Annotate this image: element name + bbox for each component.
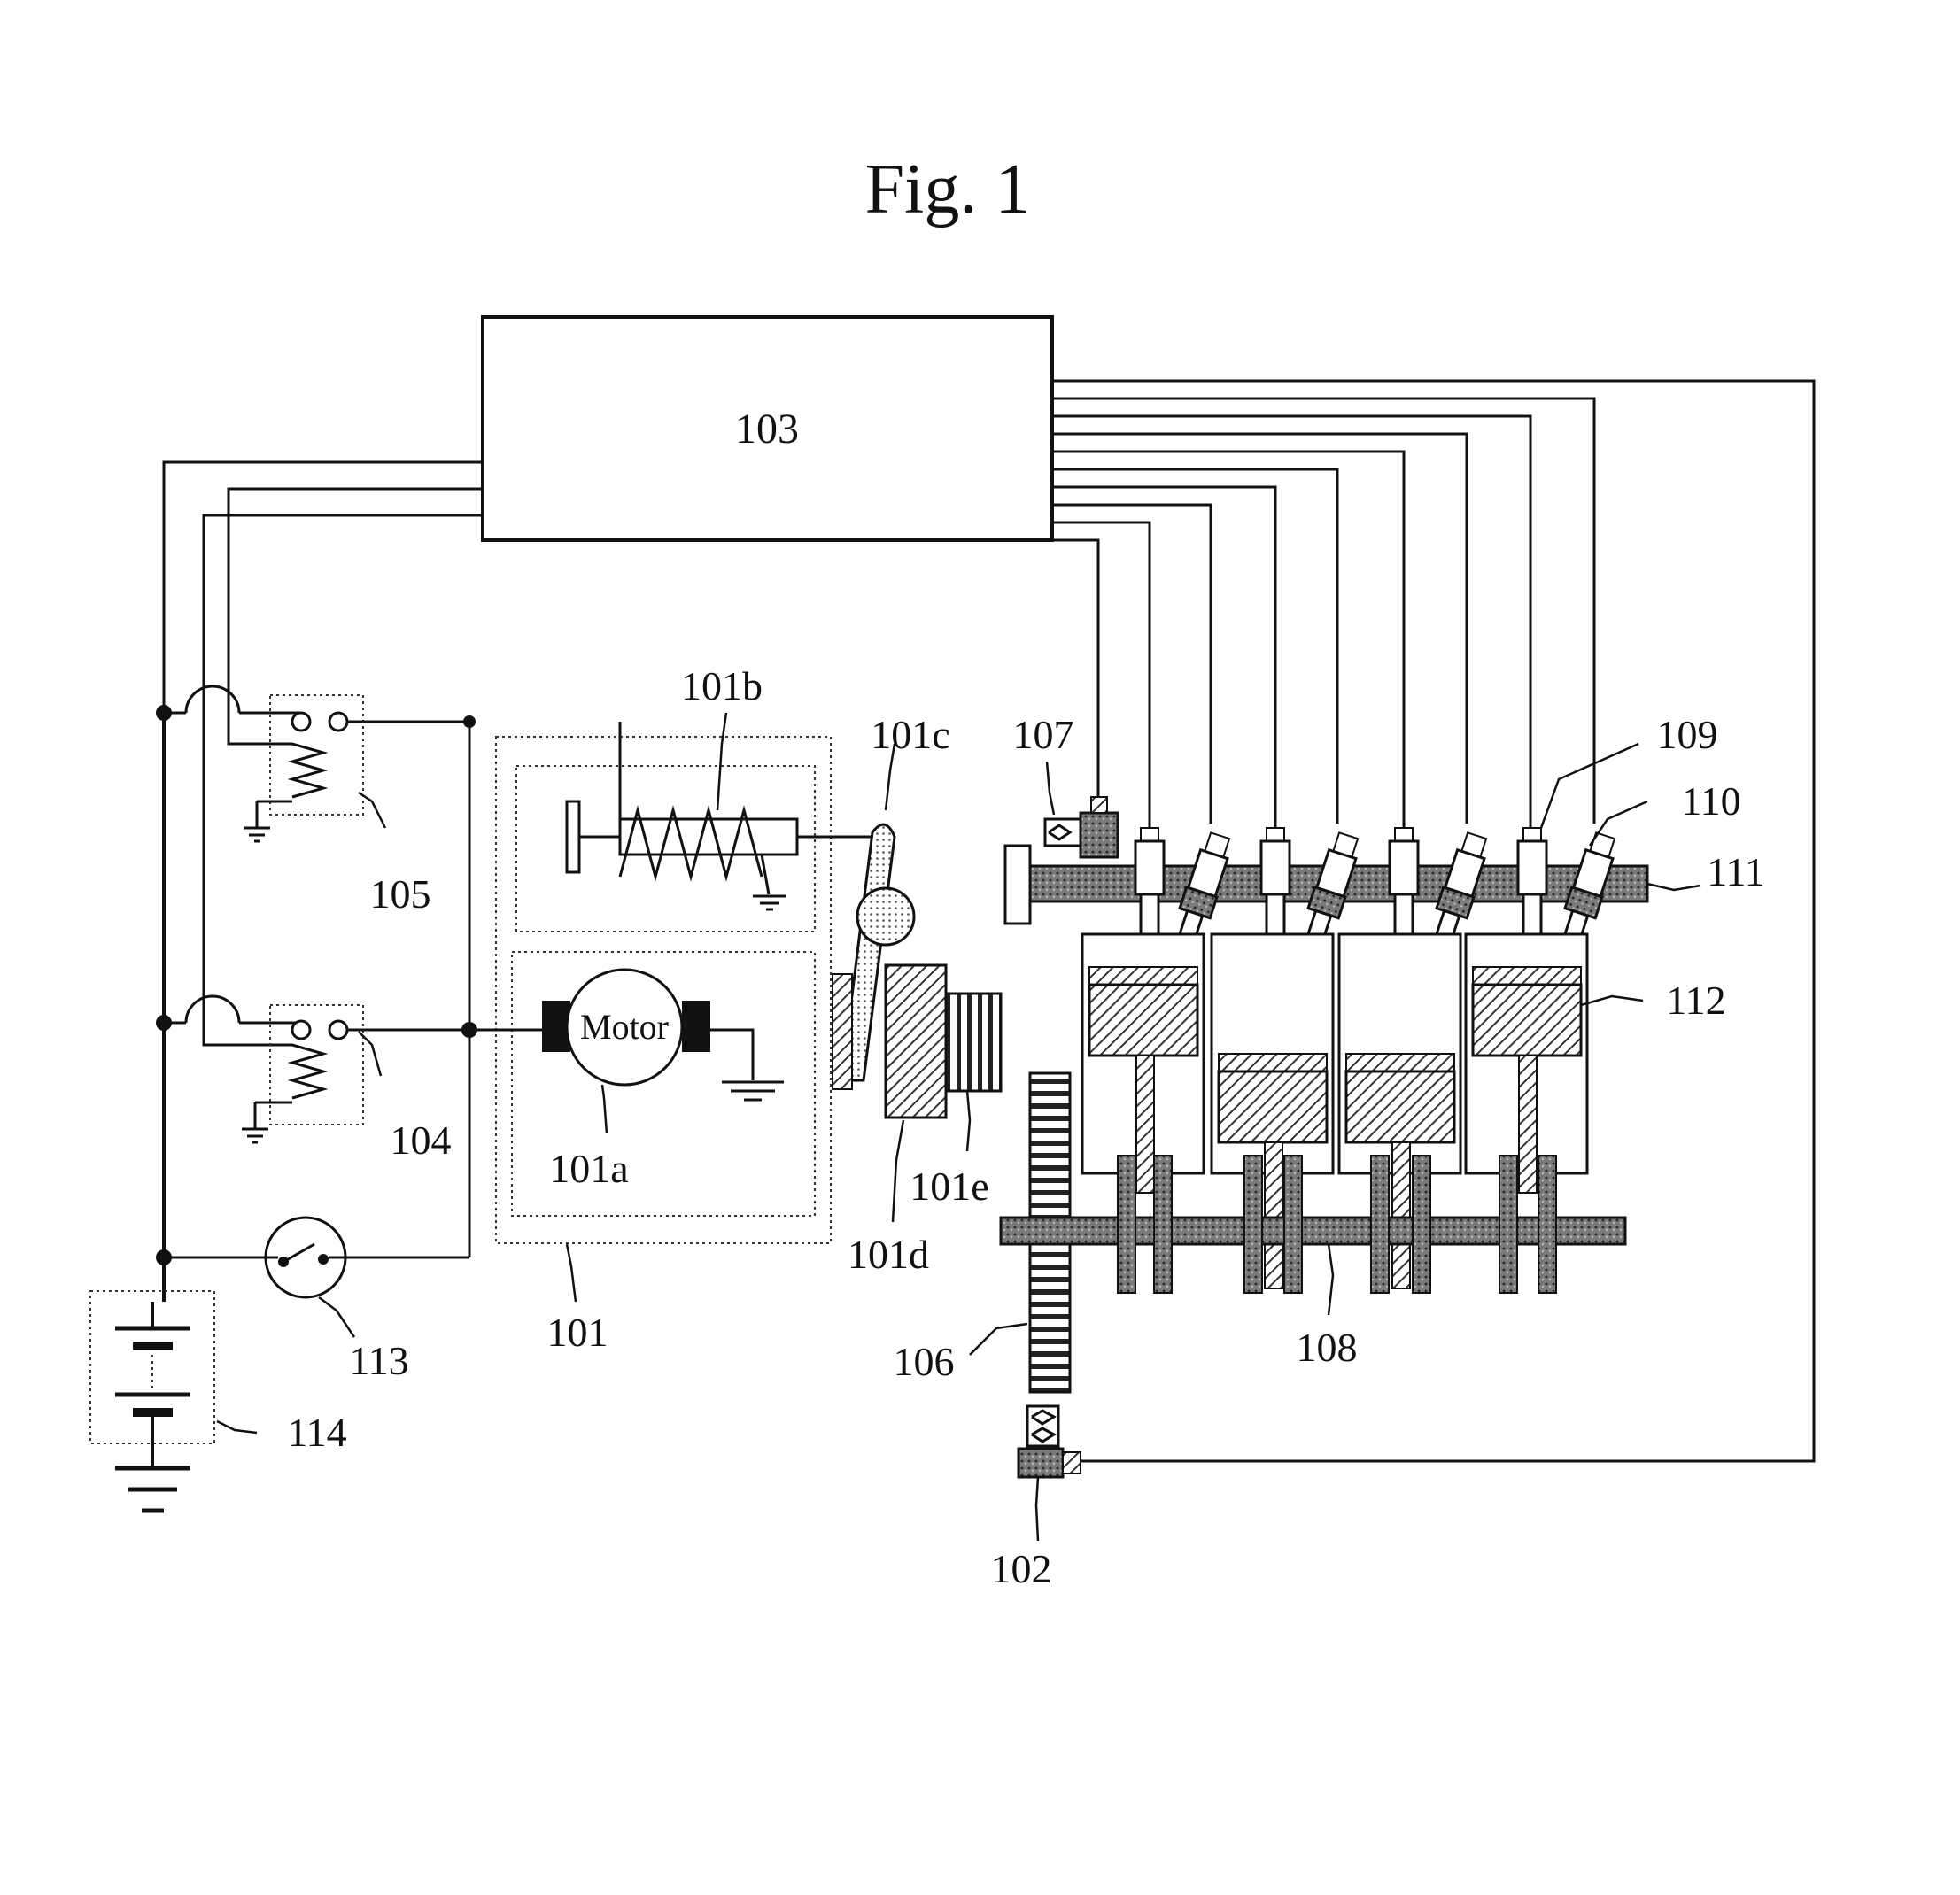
controller-right-wires (1052, 381, 1814, 1461)
starter-101: Motor (469, 713, 877, 1302)
label-113: 113 (349, 1338, 408, 1383)
injector-2 (1261, 828, 1290, 939)
label-101c: 101c (871, 712, 949, 757)
label-102: 102 (991, 1546, 1052, 1591)
motor-text: Motor (580, 1007, 669, 1047)
figure-title: Fig. 1 (865, 151, 1031, 228)
injector-3 (1390, 828, 1418, 939)
crank-sensor-102 (1019, 1406, 1081, 1541)
controller-label: 103 (735, 406, 799, 452)
relay-105 (244, 695, 469, 841)
label-101: 101 (547, 1310, 608, 1355)
label-114: 114 (287, 1410, 346, 1455)
cam-sensor-107 (1045, 762, 1118, 857)
motor-101a: Motor (469, 970, 784, 1133)
label-112: 112 (1666, 978, 1725, 1023)
label-110: 110 (1681, 778, 1740, 824)
label-101e: 101e (910, 1164, 988, 1209)
label-108: 108 (1297, 1325, 1358, 1370)
label-104: 104 (391, 1118, 452, 1163)
label-105: 105 (370, 871, 431, 917)
label-101d: 101d (848, 1232, 929, 1277)
label-106: 106 (894, 1339, 955, 1384)
label-107: 107 (1013, 712, 1074, 757)
label-109: 109 (1657, 712, 1718, 757)
label-111: 111 (1707, 849, 1765, 894)
label-101a: 101a (549, 1146, 628, 1191)
label-101b: 101b (681, 663, 763, 708)
injector-4 (1518, 828, 1546, 939)
injectors-and-plugs (1135, 744, 1647, 943)
injector-1 (1135, 828, 1164, 939)
switch-113 (266, 1218, 354, 1337)
battery-114 (90, 1291, 257, 1511)
